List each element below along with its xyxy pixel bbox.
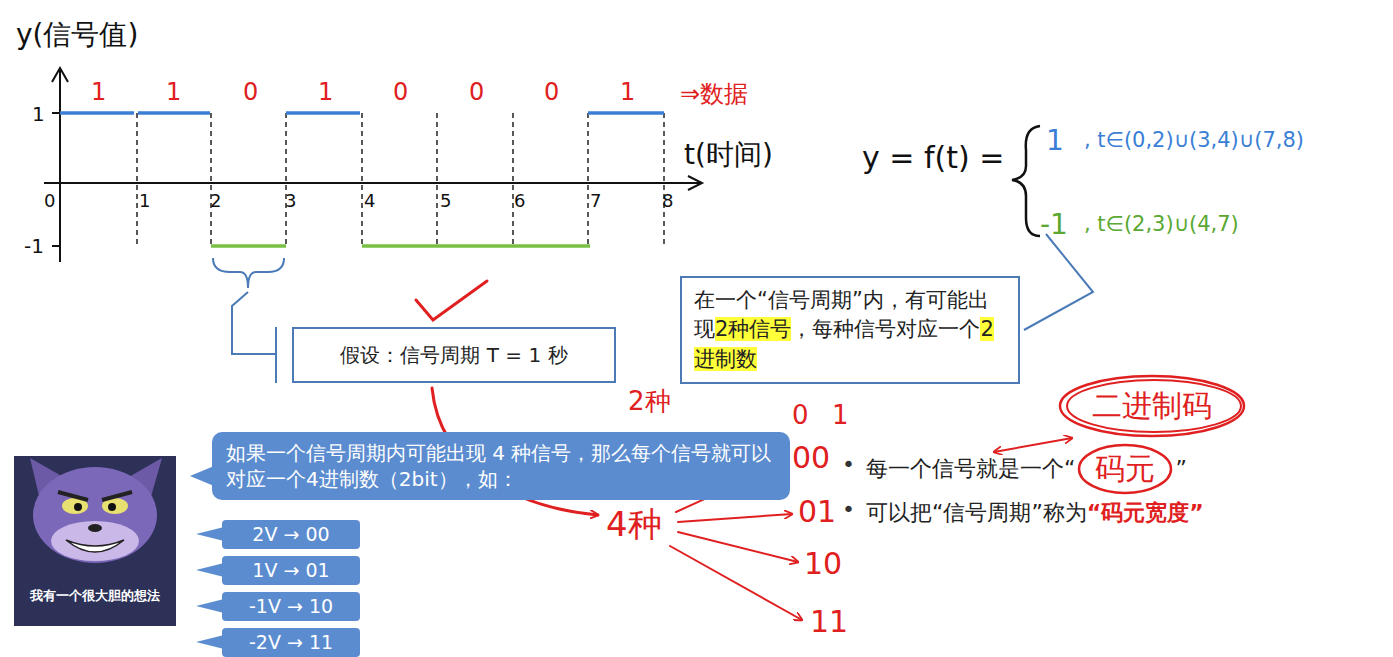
tick-label: 0 <box>44 190 55 212</box>
formula-value: 1 <box>1046 124 1064 158</box>
handwritten-note: 4种 <box>606 504 662 545</box>
data-bit: 0 <box>544 78 559 107</box>
bullet-mark: • <box>842 452 855 478</box>
tick-label: 5 <box>440 190 451 212</box>
node-text: -1V → 10 <box>249 595 333 617</box>
speech-bubble: 如果一个信号周期内可能出现 4 种信号，那么每个信号就可以对应一个4进制数（2b… <box>212 432 790 500</box>
mapping-bubble: 1V → 01 <box>222 556 360 585</box>
tick-label: 6 <box>514 190 525 212</box>
node-text: 码元 <box>1095 451 1155 486</box>
node-text: ，每种信号对应一个 <box>791 317 980 341</box>
bullet-text: 每一个信号就是一个“ <box>866 456 1075 482</box>
bullet-text: ” <box>1175 456 1186 482</box>
handwritten-note: 2种 <box>628 386 671 417</box>
data-bit: 0 <box>393 78 408 107</box>
ellipse-outline <box>1060 376 1244 436</box>
data-bit: 1 <box>166 78 181 107</box>
tick-label: 1 <box>32 102 45 126</box>
ellipse-outline <box>1067 380 1241 432</box>
data-bit: 1 <box>318 78 333 107</box>
handwritten-note: 00 <box>792 440 830 476</box>
formula-domain: , t∈(2,3)∪(4,7) <box>1084 212 1239 237</box>
data-bit: 1 <box>91 78 106 107</box>
handwritten-note: 01 <box>798 494 836 530</box>
ellipse-outline <box>1079 445 1171 493</box>
node-text: 二进制码 <box>1092 388 1212 423</box>
handwritten-note: 0 <box>792 400 809 431</box>
high-level <box>60 111 664 115</box>
formula-domain: , t∈(0,2)∪(3,4)∪(7,8) <box>1084 128 1304 153</box>
data-note: ⇒数据 <box>680 80 748 109</box>
info-box: 在一个“信号周期”内，有可能出现2种信号，每种信号对应一个2进制数 <box>680 276 1020 384</box>
image-caption: 我有一个很大胆的想法 <box>14 588 176 604</box>
bullet-mark: • <box>842 497 855 523</box>
tick-label: 8 <box>662 190 673 212</box>
handwritten-note: 1 <box>832 400 849 431</box>
tick-label: 4 <box>364 190 375 212</box>
node-text: 2种信号 <box>715 317 791 341</box>
tick-label: 3 <box>285 190 296 212</box>
grid-dash <box>137 113 664 246</box>
handwritten-note: 11 <box>810 604 848 640</box>
data-bit: 0 <box>243 78 258 107</box>
low-level <box>211 244 590 248</box>
bullet-highlight: “码元宽度” <box>1087 500 1204 526</box>
tick-label: 7 <box>590 190 601 212</box>
formula-value: -1 <box>1040 208 1068 242</box>
formula-text: y = f(t) = <box>862 140 1004 176</box>
node-text: 2V → 00 <box>252 523 329 545</box>
handwritten-ellipse: 二进制码 <box>1058 374 1246 438</box>
node-text: 1V → 01 <box>252 559 329 581</box>
node-text: 假设：信号周期 T = 1 秒 <box>340 343 567 367</box>
handwritten-ellipse: 码元 <box>1077 443 1173 495</box>
bullet-text: 可以把“信号周期”称为 <box>866 500 1087 526</box>
axis-title: t(时间) <box>684 138 773 172</box>
assumption-box: 假设：信号周期 T = 1 秒 <box>292 327 616 383</box>
tick-label: 1 <box>139 190 150 212</box>
mapping-bubble: -2V → 11 <box>222 628 360 657</box>
data-bit: 0 <box>469 78 484 107</box>
mapping-bubble: 2V → 00 <box>222 520 360 549</box>
handwritten-note: 10 <box>804 546 842 582</box>
cat-picture <box>14 456 176 626</box>
formula-brace <box>1012 126 1040 236</box>
tick-label: -1 <box>24 234 44 258</box>
node-text: -2V → 11 <box>249 631 333 653</box>
axes <box>44 68 702 262</box>
mapping-bubble: -1V → 10 <box>222 592 360 621</box>
data-bit: 1 <box>620 78 635 107</box>
axis-title: y(信号值) <box>16 18 138 52</box>
tick-label: 2 <box>210 190 221 212</box>
node-text: 如果一个信号周期内可能出现 4 种信号，那么每个信号就可以对应一个4进制数（2b… <box>226 441 771 491</box>
